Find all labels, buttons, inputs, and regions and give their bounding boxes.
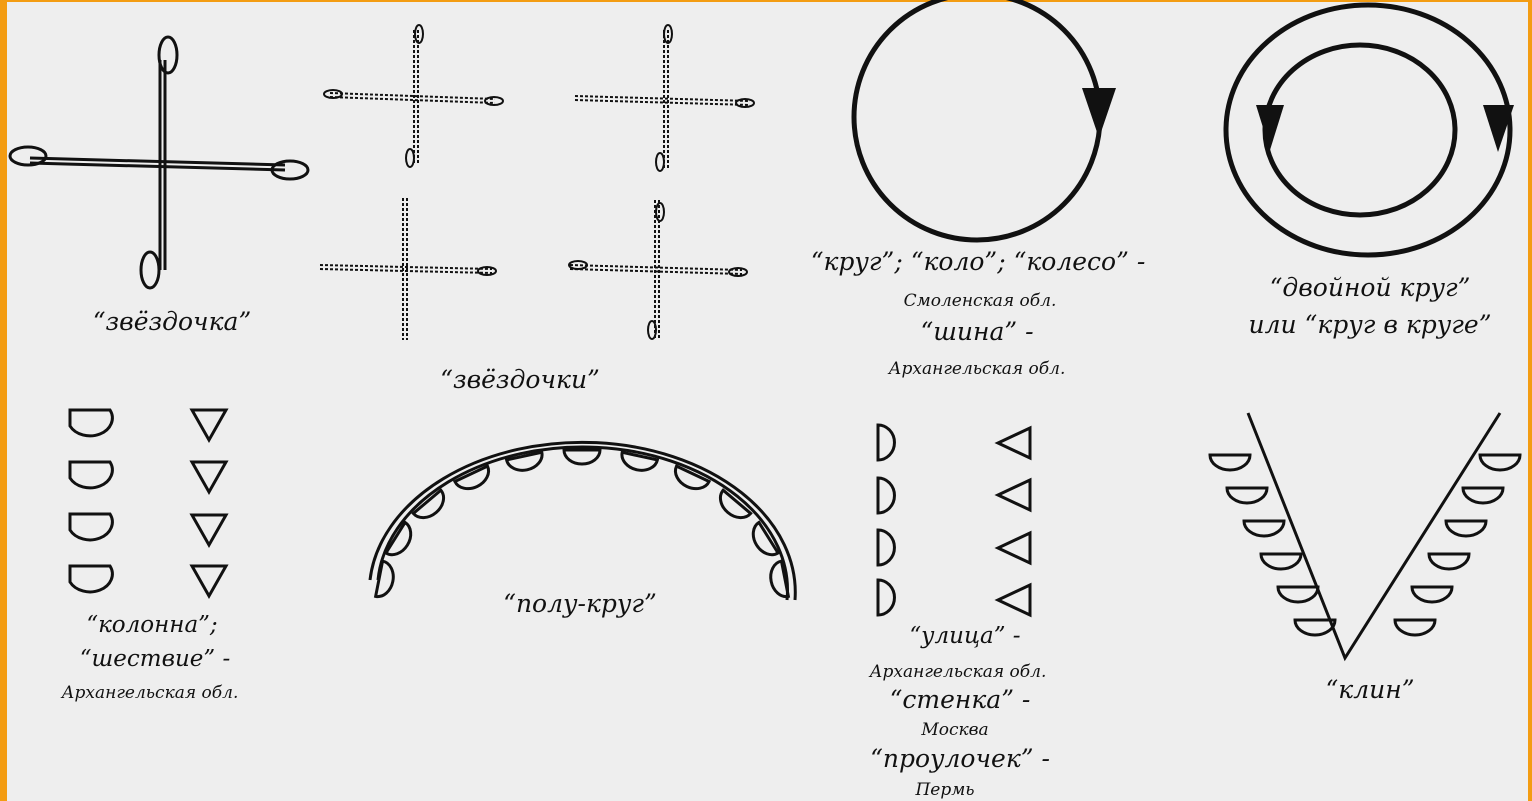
double-circle-label-2: или “круг в круге” [1248,310,1491,339]
column-label-2: “шествие” - [80,646,231,672]
wedge-cups [1210,455,1520,635]
circle-label-2: Смоленская обл. [904,291,1057,311]
column-figure [70,410,226,596]
street-label-1: “улица” - [909,623,1020,649]
wedge-figure [1210,413,1520,658]
triangle-column [192,410,226,596]
half-cup [1395,620,1435,635]
half-cup [1210,455,1250,470]
double-circle-figure [1226,5,1514,255]
double-circle-label-1: “двойной круг” [1270,273,1471,302]
half-cup [1412,587,1452,602]
stars-group-label: “звёздочки” [440,365,600,394]
wedge-label: “клин” [1326,675,1415,704]
semicircle-label: “полу-круг” [503,589,657,618]
half-cup [1480,455,1520,470]
half-cup [1227,488,1267,503]
street-triangles [998,428,1030,615]
star-2 [575,25,754,171]
star-1 [324,25,503,167]
circle-label-3: “шина” - [920,317,1033,346]
circle-label-1: “круг”; “коло”; “колесо” - [811,247,1146,276]
half-cup [1295,620,1335,635]
column-label-3: Архангельская обл. [61,683,239,703]
star-single-figure [10,37,308,288]
street-label-6: Пермь [914,780,974,800]
circle-figure [854,0,1116,240]
half-cup [1261,554,1301,569]
circle-arrow-icon [1082,88,1116,138]
semicircle-cups [376,450,789,599]
star-3 [320,198,496,340]
street-semicircles [878,425,894,615]
star-4 [569,200,747,340]
half-cup [564,450,600,464]
semicircle-figure [370,442,795,600]
half-cup [1278,587,1318,602]
half-cup [1244,521,1284,536]
inner-arrow-icon [1256,105,1284,150]
circle-label-4: Архангельская обл. [888,359,1066,379]
star-single-label: “звёздочка” [93,307,251,336]
street-figure [878,425,1030,615]
street-label-3: “стенка” - [890,685,1031,714]
street-label-4: Москва [920,720,988,740]
half-cup [1446,521,1486,536]
half-cup [1463,488,1503,503]
semicircle-column [70,410,112,592]
street-label-2: Архангельская обл. [869,662,1047,682]
stars-group-figure [320,25,754,340]
column-label-1: “колонна”; [86,612,217,638]
half-cup [1429,554,1469,569]
street-label-5: “проулочек” - [870,744,1050,773]
